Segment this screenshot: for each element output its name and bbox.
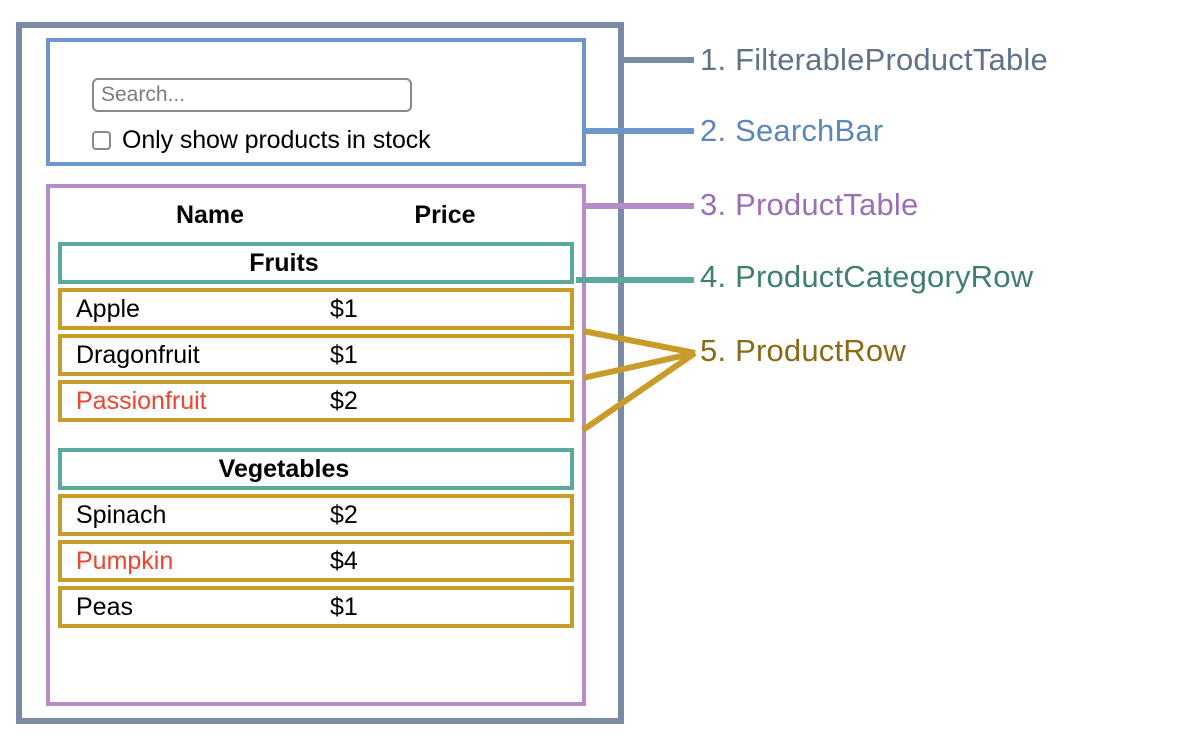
product-category-row: Vegetables <box>58 448 574 490</box>
product-price: $2 <box>330 386 358 415</box>
product-price: $4 <box>330 546 358 575</box>
product-table-header-row: Name Price <box>50 198 582 232</box>
product-name: Peas <box>76 592 133 621</box>
column-header-price: Price <box>414 200 476 229</box>
product-name: Dragonfruit <box>76 340 200 369</box>
product-price: $1 <box>330 294 358 323</box>
legend-item-search-bar: 2. SearchBar <box>700 113 884 148</box>
product-row: Apple $1 <box>58 288 574 330</box>
legend-item-filterable-product-table: 1. FilterableProductTable <box>700 42 1048 77</box>
legend: 1. FilterableProductTable 2. SearchBar 3… <box>700 0 1190 744</box>
legend-item-product-category-row: 4. ProductCategoryRow <box>700 259 1034 294</box>
group-spacer <box>58 426 574 448</box>
product-price: $1 <box>330 592 358 621</box>
product-category-label: Fruits <box>249 248 319 277</box>
legend-item-product-table: 3. ProductTable <box>700 187 919 222</box>
product-category-label: Vegetables <box>218 454 350 483</box>
product-table-body: Fruits Apple $1 Dragonfruit $1 Passionfr… <box>58 242 574 632</box>
search-bar: Only show products in stock <box>46 38 586 166</box>
product-row: Dragonfruit $1 <box>58 334 574 376</box>
product-price: $2 <box>330 500 358 529</box>
column-header-name: Name <box>175 200 245 229</box>
product-name: Spinach <box>76 500 167 529</box>
search-input[interactable] <box>92 78 412 112</box>
product-price: $1 <box>330 340 358 369</box>
product-row: Passionfruit $2 <box>58 380 574 422</box>
in-stock-checkbox-label: Only show products in stock <box>122 126 431 154</box>
product-row: Spinach $2 <box>58 494 574 536</box>
product-table: Name Price Fruits Apple $1 Dragonfruit $… <box>46 184 586 706</box>
product-row: Pumpkin $4 <box>58 540 574 582</box>
product-name: Pumpkin <box>76 546 174 575</box>
product-name: Passionfruit <box>76 386 207 415</box>
product-category-row: Fruits <box>58 242 574 284</box>
legend-item-product-row: 5. ProductRow <box>700 333 906 368</box>
product-row: Peas $1 <box>58 586 574 628</box>
in-stock-checkbox[interactable] <box>92 131 111 150</box>
product-name: Apple <box>76 294 140 323</box>
in-stock-checkbox-row[interactable]: Only show products in stock <box>92 126 431 155</box>
